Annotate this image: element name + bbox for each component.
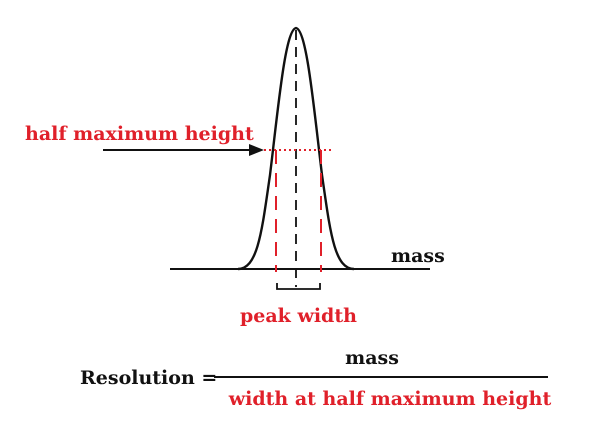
half-max-label: half maximum height — [25, 123, 254, 145]
formula-denominator: width at half maximum height — [228, 388, 552, 410]
formula-numerator: mass — [345, 347, 399, 369]
half-max-arrow-head — [249, 144, 264, 156]
peak-width-bracket — [276, 283, 321, 290]
peak-width-label: peak width — [240, 305, 357, 327]
mass-axis-label: mass — [391, 245, 445, 267]
formula-lhs: Resolution = — [80, 367, 217, 389]
peak-curve — [237, 26, 355, 271]
